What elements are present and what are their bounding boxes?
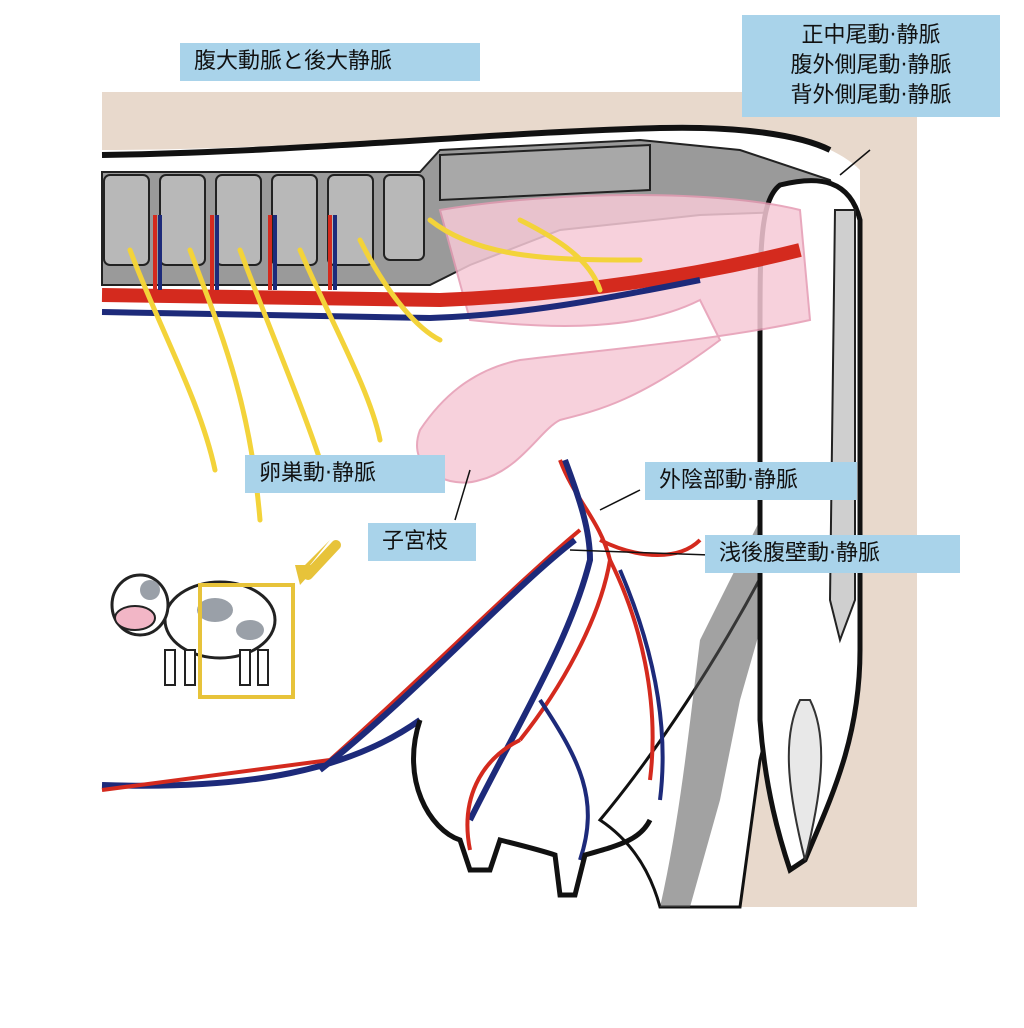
cow-icon [110, 573, 295, 699]
body-silhouette [102, 124, 860, 907]
label-superficial-caudal-epigastric: 浅後腹壁動·静脈 [705, 535, 960, 573]
label-aorta-vena-cava: 腹大動脈と後大静脈 [180, 43, 480, 81]
aorta [101, 243, 802, 308]
label-ovarian: 卵巣動·静脈 [245, 455, 445, 493]
mammary-vessels [101, 458, 702, 861]
tail-vertebrae [828, 209, 856, 644]
label-external-pudendal: 外陰部動·静脈 [645, 462, 857, 500]
nerves [127, 217, 643, 523]
tail-switch [787, 699, 823, 861]
udder [411, 719, 653, 898]
leader-lines [454, 149, 871, 556]
label-median-caudal: 正中尾動·静脈 [801, 23, 941, 48]
belly-outline [101, 717, 422, 789]
back-outline [101, 124, 832, 158]
label-tail-vessels: 正中尾動·静脈 腹外側尾動·静脈 背外側尾動·静脈 [742, 15, 1000, 117]
locator-box [198, 583, 295, 699]
label-dorsolateral-caudal: 背外側尾動·静脈 [790, 83, 952, 108]
arrow-shaft [303, 540, 341, 580]
segmental-vessels [153, 215, 337, 290]
label-ventrolateral-caudal: 腹外側尾動·静脈 [790, 53, 952, 78]
caudal-vena-cava [101, 277, 701, 322]
label-uterine-branch: 子宮枝 [368, 523, 476, 561]
